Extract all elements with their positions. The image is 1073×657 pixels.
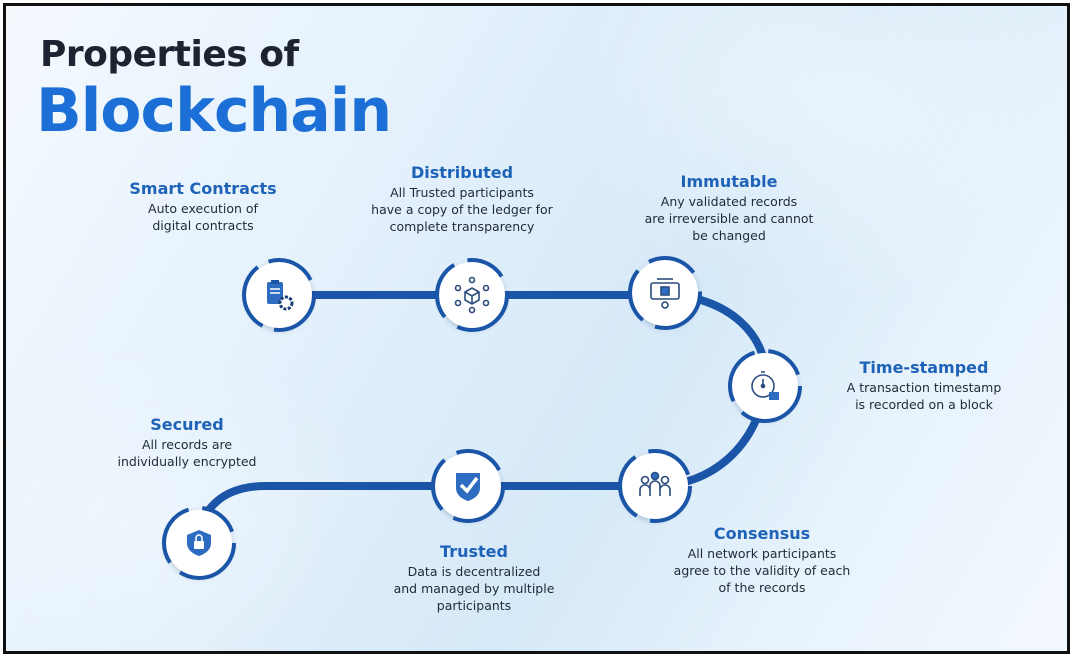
property-smart-contracts: Smart Contracts Auto execution of digita…: [129, 179, 276, 234]
shield-lock-icon: [162, 506, 236, 580]
property-desc: Data is decentralized: [407, 564, 541, 579]
network-cube-icon: [435, 258, 509, 332]
property-desc: of the records: [718, 580, 806, 595]
property-desc: A transaction timestamp: [846, 380, 1002, 395]
property-desc: agree to the validity of each: [673, 563, 851, 578]
property-desc: All Trusted participants: [390, 185, 534, 200]
property-desc: complete transparency: [389, 219, 535, 234]
property-desc: Auto execution of: [148, 201, 258, 216]
property-secured: Secured All records are individually enc…: [118, 415, 257, 470]
property-desc: is recorded on a block: [855, 397, 993, 412]
infographic-frame: Properties of Blockchain Smart Contracts…: [3, 3, 1070, 654]
stopwatch-icon: [728, 349, 802, 423]
property-desc: are irreversible and cannot: [644, 211, 814, 226]
property-title: Time-stamped: [859, 358, 989, 377]
property-desc: Any validated records: [660, 194, 798, 209]
title-line-1: Properties of: [40, 34, 299, 75]
property-desc: All records are: [141, 437, 233, 452]
property-immutable: Immutable Any validated records are irre…: [645, 172, 814, 244]
property-desc: digital contracts: [152, 218, 254, 233]
title-line-2: Blockchain: [36, 76, 392, 146]
property-time-stamped: Time-stamped A transaction timestamp is …: [847, 358, 1002, 413]
property-desc: have a copy of the ledger for: [371, 202, 553, 217]
property-desc: and managed by multiple: [393, 581, 555, 596]
property-trusted: Trusted Data is decentralized and manage…: [394, 542, 555, 614]
property-distributed: Distributed All Trusted participants hav…: [371, 163, 553, 235]
property-title: Immutable: [680, 172, 778, 191]
property-desc: All network participants: [687, 546, 837, 561]
property-title: Smart Contracts: [129, 179, 277, 198]
property-title: Secured: [150, 415, 224, 434]
property-desc: participants: [436, 598, 512, 613]
shield-check-icon: [431, 449, 505, 523]
property-title: Distributed: [410, 163, 514, 182]
property-desc: be changed: [692, 228, 766, 243]
people-group-icon: [618, 449, 692, 523]
locked-records-icon: [628, 256, 702, 330]
property-title: Consensus: [713, 524, 811, 543]
clipboard-gear-icon: [242, 258, 316, 332]
property-consensus: Consensus All network participants agree…: [674, 524, 851, 596]
timeline-path: [195, 291, 770, 547]
property-title: Trusted: [440, 542, 508, 561]
property-desc: individually encrypted: [117, 454, 257, 469]
